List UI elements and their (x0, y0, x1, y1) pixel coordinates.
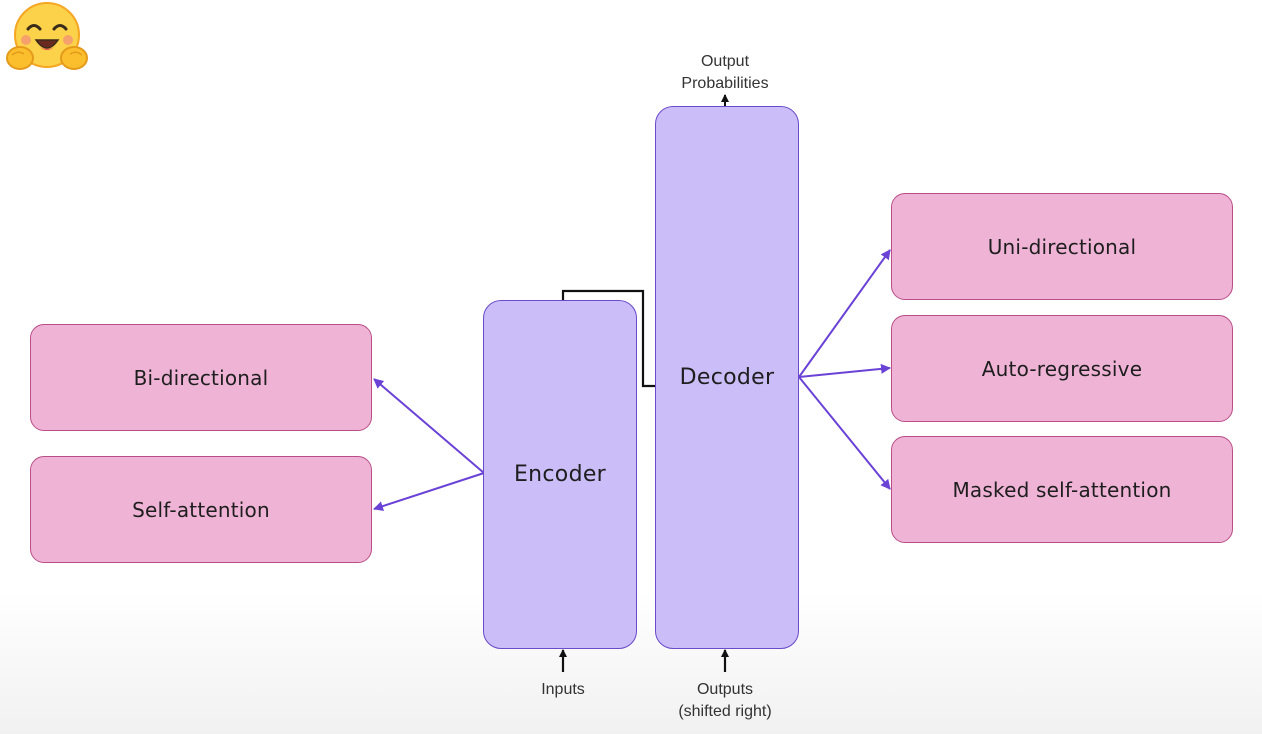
decoder-block: Decoder (655, 106, 799, 649)
property-label: Masked self-attention (952, 477, 1172, 502)
property-label: Self-attention (132, 497, 270, 522)
arrow-to-uni-directional (798, 249, 891, 378)
inputs-label: Inputs (541, 681, 585, 698)
encoder-label: Encoder (513, 462, 607, 487)
arrow-to-bi-directional (373, 378, 485, 474)
property-label: Bi-directional (133, 365, 269, 390)
outputs-shifted-right-label: Outputs (shifted right) (655, 679, 795, 723)
property-label: Uni-directional (987, 234, 1137, 259)
arrow-to-self-attention (373, 472, 485, 511)
decoder-label: Decoder (679, 365, 775, 390)
arrow-to-masked-self-attention (798, 376, 891, 490)
property-auto-regressive: Auto-regressive (891, 315, 1233, 422)
output-label-line2: Probabilities (681, 75, 769, 92)
encoder-to-decoder-line (561, 289, 655, 388)
property-self-attention: Self-attention (30, 456, 372, 563)
output-probabilities-label: Output Probabilities (660, 51, 790, 95)
encoder-block: Encoder (483, 300, 637, 649)
outputs-label-line2: (shifted right) (678, 703, 772, 720)
property-masked-self-attention: Masked self-attention (891, 436, 1233, 543)
output-label-line1: Output (700, 53, 750, 70)
property-uni-directional: Uni-directional (891, 193, 1233, 300)
property-label: Auto-regressive (981, 356, 1143, 381)
property-bi-directional: Bi-directional (30, 324, 372, 431)
arrow-to-auto-regressive (798, 363, 891, 378)
hugging-face-logo-icon (6, 2, 88, 70)
outputs-label-line1: Outputs (696, 681, 754, 698)
